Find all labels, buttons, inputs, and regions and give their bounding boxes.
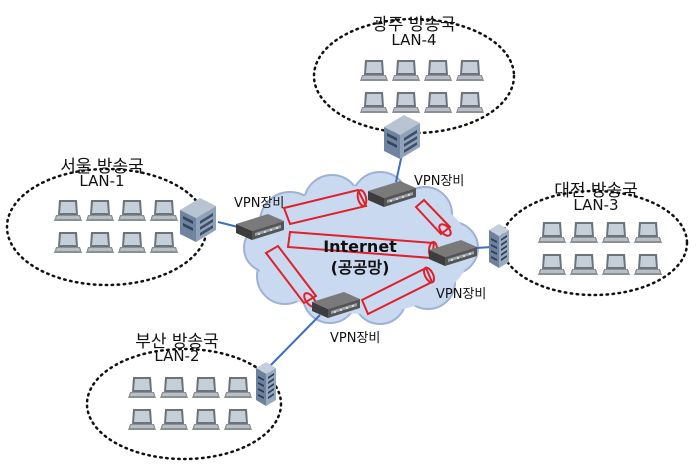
laptop-icon: [456, 60, 484, 81]
vpn-label-busan: VPN장비: [330, 331, 381, 346]
internet-label: Internet: [323, 237, 397, 256]
laptop-icon: [160, 409, 188, 430]
vpn-label-gwangju: VPN장비: [414, 174, 465, 189]
site-title-gwangju: 광주 방송국: [372, 15, 456, 35]
laptop-icon: [360, 60, 388, 81]
vpn-label-daejeon: VPN장비: [436, 287, 487, 302]
laptop-icon: [192, 377, 220, 398]
laptop-icon: [118, 232, 146, 253]
lan4-laptops: [360, 60, 484, 113]
laptop-icon: [538, 254, 566, 275]
building-gwangju-icon: [384, 115, 420, 159]
laptop-icon: [224, 377, 252, 398]
lan3-boundary: [499, 189, 689, 297]
laptop-icon: [54, 200, 82, 221]
vpn-label-seoul: VPN장비: [234, 196, 285, 211]
laptop-icon: [424, 60, 452, 81]
laptop-icon: [86, 232, 114, 253]
laptop-icon: [160, 377, 188, 398]
laptop-icon: [128, 409, 156, 430]
site-title-daejeon: 대전 방송국: [554, 181, 638, 201]
lan-label-2: LAN-2: [154, 347, 200, 365]
building-daejeon-icon: [489, 224, 509, 268]
lan-label-4: LAN-4: [391, 31, 437, 49]
laptop-icon: [634, 254, 662, 275]
vpn-tunnels: [264, 188, 452, 316]
link-lan2: [267, 314, 321, 369]
internet-sublabel: (공공망): [330, 258, 390, 277]
laptop-icon: [392, 92, 420, 113]
laptop-icon: [602, 254, 630, 275]
laptop-icon: [456, 92, 484, 113]
laptop-icon: [424, 92, 452, 113]
laptop-icon: [224, 409, 252, 430]
laptop-icon: [634, 222, 662, 243]
lan3-laptops: [538, 222, 662, 275]
laptop-icon: [118, 200, 146, 221]
laptop-icon: [360, 92, 388, 113]
laptop-icon: [86, 200, 114, 221]
laptop-icon: [570, 254, 598, 275]
laptop-icon: [602, 222, 630, 243]
tunnel-seoul-gwangju: [282, 188, 368, 226]
lan2-laptops: [128, 377, 252, 430]
laptop-icon: [150, 200, 178, 221]
laptop-icon: [150, 232, 178, 253]
lan1-laptops: [54, 200, 178, 253]
site-title-busan: 부산 방송국: [135, 332, 219, 352]
building-busan-icon: [256, 362, 276, 406]
tunnel-gwangju-daejeon: [414, 198, 452, 237]
laptop-icon: [192, 409, 220, 430]
laptop-icon: [538, 222, 566, 243]
tunnel-busan-daejeon: [360, 266, 436, 316]
site-title-seoul: 서울 방송국: [60, 157, 144, 177]
lan-label-3: LAN-3: [573, 196, 619, 214]
laptop-icon: [128, 377, 156, 398]
lan-label-1: LAN-1: [79, 172, 125, 190]
laptop-icon: [392, 60, 420, 81]
lan2-boundary: [85, 347, 283, 461]
building-seoul-icon: [180, 198, 216, 242]
laptop-icon: [54, 232, 82, 253]
laptop-icon: [570, 222, 598, 243]
